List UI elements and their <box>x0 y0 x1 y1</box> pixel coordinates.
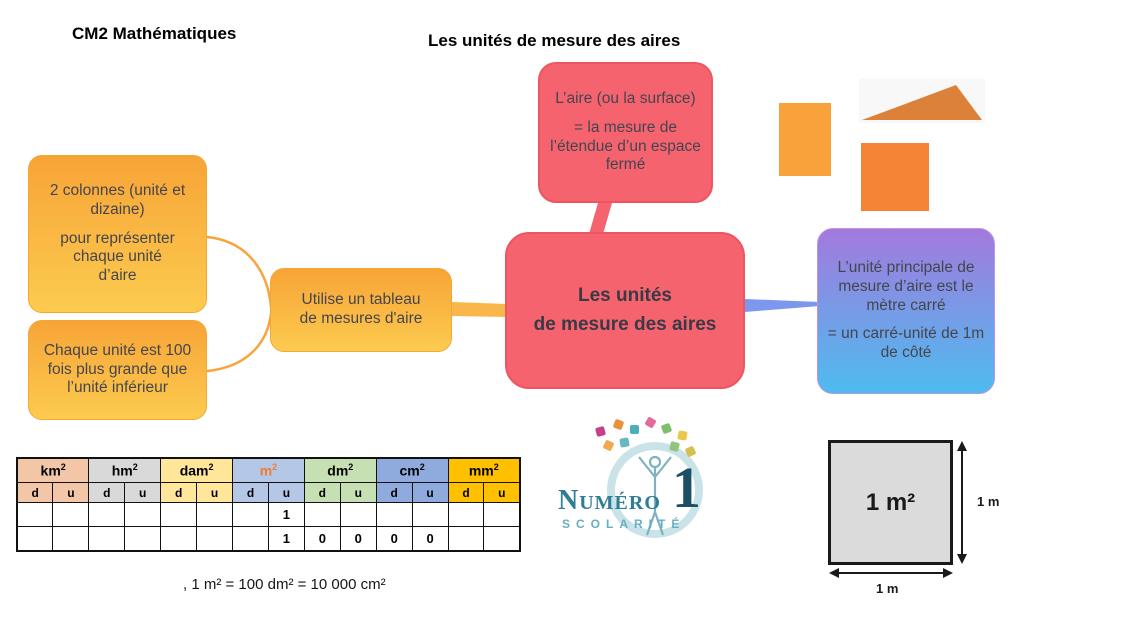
table-cell-row1 <box>411 502 449 527</box>
confetti-square-icon <box>630 425 639 434</box>
unit-square-area-label: 1 m² <box>865 488 916 516</box>
table-cell-row1 <box>447 502 485 527</box>
subheader-km-d: d <box>16 482 54 503</box>
height-dimension-label: 1 m <box>977 494 1000 509</box>
triangle-panel <box>859 79 985 123</box>
conversion-formula: , 1 m² = 100 dm² = 10 000 cm² <box>183 576 386 593</box>
unit-square-figure: 1 m² <box>828 440 953 565</box>
subheader-km-u: u <box>52 482 90 503</box>
arrow-head-up-icon <box>957 441 967 451</box>
table-cell-row2: 0 <box>339 526 377 552</box>
table-cell-row1 <box>339 502 377 527</box>
unit-header-km: km2 <box>16 457 90 483</box>
scale-node-text: Chaque unité est 100 fois plus grande qu… <box>43 341 192 397</box>
subheader-mm-u: u <box>483 482 521 503</box>
central-node: Les unités de mesure des aires <box>505 232 745 389</box>
logo-subtitle-text: scolarité <box>562 517 686 531</box>
rectangle-shape <box>779 103 831 176</box>
columns-node-line-2: pour représenter chaque unité d’aire <box>60 229 175 285</box>
unit-header-cm: cm2 <box>375 457 449 483</box>
table-cell-row1 <box>88 502 126 527</box>
subheader-hm-u: u <box>124 482 162 503</box>
numero1-logo: Numéro 1 scolarité <box>558 415 713 550</box>
link-blue <box>745 299 820 312</box>
unit-header-m: m2 <box>232 457 305 483</box>
triangle-icon <box>862 85 982 120</box>
table-cell-row2: 1 <box>267 526 305 552</box>
columns-node: 2 colonnes (unité et dizaine) pour repré… <box>28 155 207 313</box>
central-node-line-1: Les unités <box>578 285 672 306</box>
width-dimension-label: 1 m <box>876 581 899 596</box>
unit-header-dm: dm2 <box>303 457 377 483</box>
table-cell-row2 <box>52 526 90 552</box>
subheader-cm-d: d <box>375 482 413 503</box>
subheader-mm-d: d <box>447 482 485 503</box>
course-label: CM2 Mathématiques <box>72 24 237 43</box>
table-cell-row1 <box>483 502 521 527</box>
table-cell-row2 <box>196 526 234 552</box>
logo-graphic <box>607 442 703 538</box>
main-unit-node-line-1: L’unité principale de mesure d’aire est … <box>837 258 975 314</box>
subheader-hm-d: d <box>88 482 126 503</box>
definition-node: L’aire (ou la surface) = la mesure de l’… <box>538 62 713 203</box>
page-title: Les unités de mesure des aires <box>428 31 681 50</box>
arrow-head-down-icon <box>957 554 967 564</box>
table-cell-row2 <box>124 526 162 552</box>
curve-link-bottom <box>206 312 273 373</box>
logo-number-text: 1 <box>672 455 701 520</box>
unit-header-mm: mm2 <box>447 457 521 483</box>
table-cell-row1 <box>196 502 234 527</box>
subheader-dam-d: d <box>160 482 198 503</box>
table-cell-row2 <box>16 526 54 552</box>
table-cell-row2 <box>160 526 198 552</box>
confetti-square-icon <box>677 430 688 441</box>
logo-circle-icon <box>607 442 703 538</box>
confetti-square-icon <box>619 437 630 448</box>
unit-header-hm: hm2 <box>88 457 162 483</box>
subheader-dam-u: u <box>196 482 234 503</box>
curve-link-top <box>206 235 273 308</box>
scale-node: Chaque unité est 100 fois plus grande qu… <box>28 320 207 420</box>
link-orange <box>452 302 508 317</box>
definition-line-1: L’aire (ou la surface) <box>555 89 696 107</box>
table-cell-row1 <box>16 502 54 527</box>
table-cell-row1 <box>160 502 198 527</box>
link-pink <box>589 196 614 234</box>
main-unit-node: L’unité principale de mesure d’aire est … <box>817 228 995 394</box>
subheader-dm-d: d <box>303 482 341 503</box>
arrow-head-right-icon <box>943 568 953 578</box>
definition-line-2: = la mesure de l’étendue d’un espace fer… <box>550 118 701 174</box>
arrow-head-left-icon <box>829 568 839 578</box>
table-cell-row1 <box>375 502 413 527</box>
table-cell-row1: 1 <box>267 502 305 527</box>
square-shape <box>861 143 929 211</box>
columns-node-line-1: 2 colonnes (unité et dizaine) <box>49 181 186 218</box>
main-unit-node-line-2: = un carré-unité de 1m de côté <box>827 325 985 362</box>
logo-brand-text: Numéro <box>558 485 661 516</box>
table-cell-row1 <box>232 502 269 527</box>
table-cell-row2: 0 <box>411 526 449 552</box>
celebrating-figure-icon <box>638 455 672 536</box>
subheader-dm-u: u <box>339 482 377 503</box>
table-cell-row2 <box>483 526 521 552</box>
unit-header-dam: dam2 <box>160 457 234 483</box>
central-node-line-2: de mesure des aires <box>533 313 717 335</box>
subheader-m-u: u <box>267 482 305 503</box>
table-cell-row1 <box>52 502 90 527</box>
table-cell-row1 <box>303 502 341 527</box>
table-cell-row2: 0 <box>375 526 413 552</box>
tableau-node-text: Utilise un tableau de mesures d'aire <box>299 291 423 327</box>
table-cell-row2: 0 <box>303 526 341 552</box>
tableau-node: Utilise un tableau de mesures d'aire <box>270 268 452 352</box>
table-cell-row2 <box>232 526 269 552</box>
table-cell-row2 <box>447 526 485 552</box>
subheader-cm-u: u <box>411 482 449 503</box>
subheader-m-d: d <box>232 482 269 503</box>
table-cell-row1 <box>124 502 162 527</box>
table-cell-row2 <box>88 526 126 552</box>
